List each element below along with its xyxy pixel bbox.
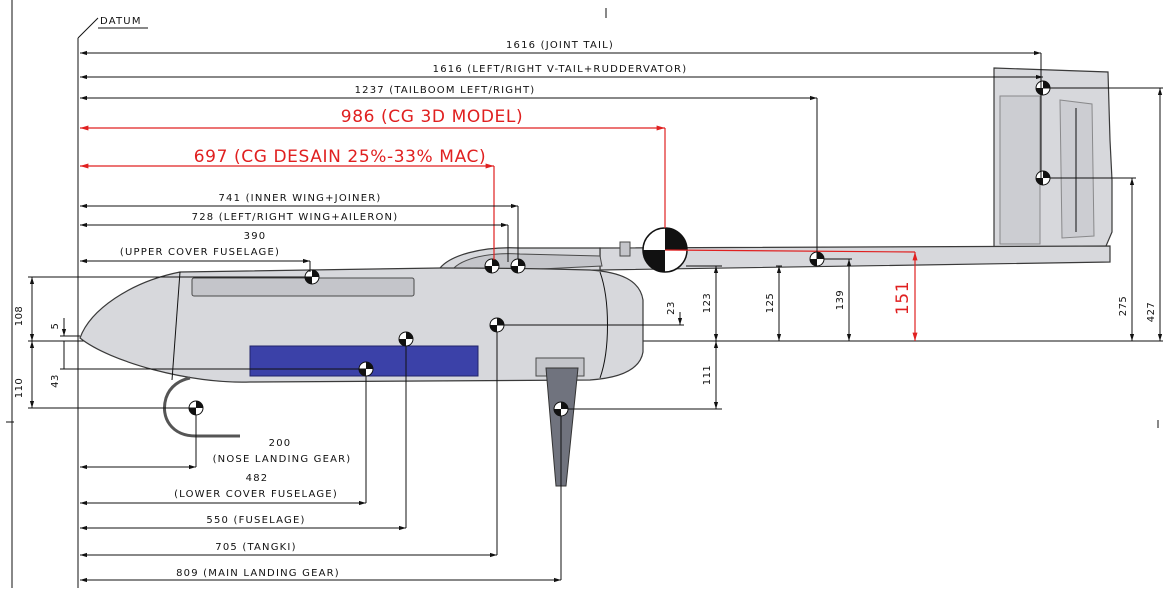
dim-cg-design-label: 697 (CG DESAIN 25%-33% MAC) [194, 147, 486, 167]
dim-108-label: 108 [14, 306, 25, 327]
wing-mount [619, 241, 631, 257]
fuselage [79, 267, 644, 383]
dim-tangki-label: 705 (TANGKI) [215, 542, 296, 553]
dim-tailboom-label: 1237 (TAILBOOM LEFT/RIGHT) [355, 85, 536, 96]
cg-reference-line [664, 249, 916, 253]
dim-fuselage-label: 550 (FUSELAGE) [206, 515, 305, 526]
dim-joint-tail-label: 1616 (JOINT TAIL) [506, 40, 614, 51]
dim-lower-cover-label: (LOWER COVER FUSELAGE) [174, 489, 338, 500]
dim-vtail-label: 1616 (LEFT/RIGHT V-TAIL+RUDDERVATOR) [433, 64, 688, 75]
dim-nose-gear-label: (NOSE LANDING GEAR) [213, 454, 352, 465]
dim-left-right-wing-label: 728 (LEFT/RIGHT WING+AILERON) [192, 212, 399, 223]
dim-cg-3d-label: 986 (CG 3D MODEL) [341, 107, 523, 127]
dim-inner-wing-label: 741 (INNER WING+JOINER) [219, 193, 382, 204]
dim-lower-cover-value: 482 [246, 473, 269, 484]
dim-123-label: 123 [702, 293, 713, 314]
dim-427-label: 427 [1146, 302, 1157, 323]
dim-275-label: 275 [1118, 296, 1129, 317]
dim-main-gear-label: 809 (MAIN LANDING GEAR) [176, 568, 340, 579]
dim-151-label: 151 [893, 281, 913, 315]
dim-110-label: 110 [14, 378, 25, 399]
dim-111-label: 111 [702, 365, 713, 386]
dim-125-label: 125 [765, 293, 776, 314]
upper-cover [191, 277, 415, 297]
dim-nose-gear-value: 200 [269, 438, 292, 449]
datum-leader [77, 17, 99, 39]
datum-label: DATUM [100, 16, 142, 27]
dim-23-label: 23 [666, 301, 677, 315]
nose-seam [171, 271, 181, 381]
nose-landing-gear [163, 376, 240, 438]
dim-upper-cover-value: 390 [244, 231, 267, 242]
dim-upper-cover-label: (UPPER COVER FUSELAGE) [120, 247, 280, 258]
dim-43-label: 43 [50, 374, 61, 388]
v-tail [993, 67, 1113, 249]
dim-139-label: 139 [835, 290, 846, 311]
main-landing-gear [545, 367, 579, 487]
dim-5-label: 5 [50, 323, 61, 330]
